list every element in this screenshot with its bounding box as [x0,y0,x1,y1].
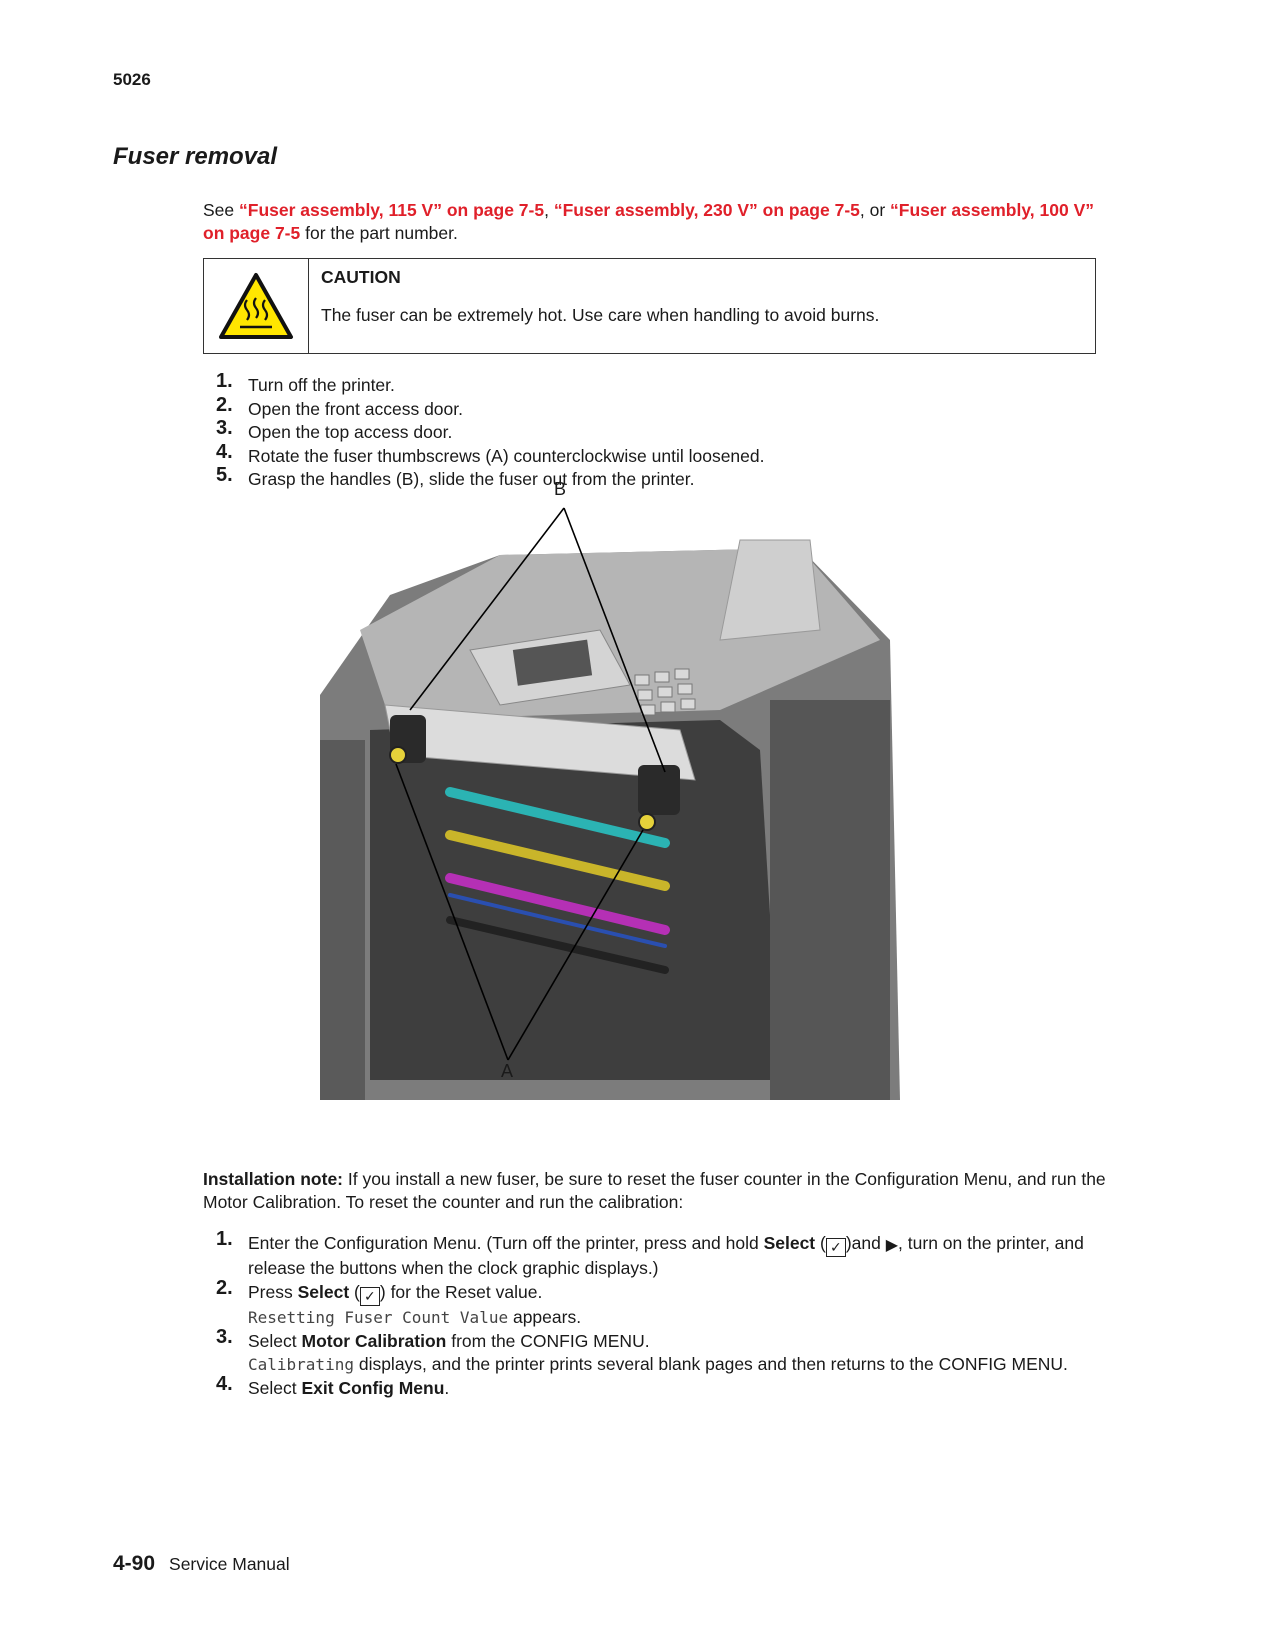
hot-surface-warning-icon [219,273,293,339]
step-text: from the CONFIG MENU. [446,1331,650,1351]
removal-steps: 1. Turn off the printer. 2. Open the front… [203,370,1103,492]
select-key-icon: ✓ [359,1287,380,1306]
step-number: 5. [216,464,233,486]
link-fuser-115v[interactable]: “Fuser assembly, 115 V” on page 7-5 [239,200,545,220]
caution-icon-cell [204,259,309,353]
step-text: , turn on the printer, and release the b… [248,1233,1084,1278]
install-steps: 1. Enter the Configuration Menu. (Turn of… [203,1228,1138,1401]
step-text: Turn off the printer. [248,375,395,395]
step-text: . [444,1378,450,1398]
model-number: 5026 [113,70,151,89]
step-number: 1. [216,370,233,392]
installation-note-text: If you install a new fuser, be sure to r… [203,1169,1106,1212]
step-number: 2. [216,393,233,416]
step-text: Press [248,1282,298,1302]
step-text: appears. [508,1307,582,1327]
display-message: Resetting Fuser Count Value [248,1308,509,1327]
step-text: ( [349,1282,360,1302]
install-step: 4. Select Exit Config Menu. [203,1373,1138,1400]
callout-b-label: B [554,479,567,499]
step-number: 2. [216,1277,233,1299]
display-message: Calibrating [248,1355,354,1374]
caution-title: CAUTION [321,267,401,287]
select-key-name: Select [763,1233,816,1253]
install-step: 2. Press Select (✓) for the Reset value. R… [203,1277,1138,1329]
step-number: 1. [216,1228,233,1250]
manual-name: Service Manual [169,1554,290,1574]
removal-step: 2. Open the front access door. [203,394,1103,422]
link-fuser-100v[interactable]: “Fuser assembly, 100 V” on page 7-5 [203,200,1094,243]
step-text: Select [248,1331,302,1351]
printer-illustration [320,507,900,1100]
step-number: 3. [216,417,233,439]
link-fuser-230v[interactable]: “Fuser assembly, 230 V” on page 7-5 [553,200,860,220]
right-arrow-key-icon: ▶ [885,1237,899,1254]
page-title: Fuser removal [113,143,278,170]
intro-paragraph: See “Fuser assembly, 115 V” on page 7-5,… [203,199,1103,245]
intro-see: See [203,200,239,220]
step-text: ( [815,1233,826,1253]
intro-sep1: , [544,200,554,220]
callout-a-label: A [501,1061,514,1081]
step-text: Rotate the fuser thumbscrews (A) counter… [248,445,765,466]
step-text: Enter the Configuration Menu. (Turn off … [248,1233,764,1253]
installation-note-label: Installation note: [203,1169,343,1189]
caution-text-cell: CAUTION The fuser can be extremely hot. … [309,259,879,353]
menu-item-name: Motor Calibration [301,1331,447,1351]
removal-step: 4. Rotate the fuser thumbscrews (A) count… [203,441,1103,469]
step-text: Grasp the handles (B), slide the fuser o… [248,469,695,489]
fuser-removal-figure: B A [300,479,940,1145]
intro-tail: for the part number. [300,223,458,243]
caution-text: The fuser can be extremely hot. Use care… [321,305,880,325]
step-number: 3. [216,1326,233,1348]
removal-step: 3. Open the top access door. [203,417,1103,445]
select-key-icon: ✓ [825,1238,846,1257]
step-text: Open the front access door. [248,398,463,419]
installation-note: Installation note: If you install a new … [203,1168,1123,1214]
intro-sep2: , or [859,200,891,220]
step-text: Select [248,1378,302,1398]
step-text: )and [845,1233,886,1253]
step-number: 4. [216,1373,233,1395]
removal-step: 5. Grasp the handles (B), slide the fuser… [203,464,1103,492]
page-footer: 4-90 Service Manual [113,1552,290,1576]
step-text: displays, and the printer prints several… [353,1354,1068,1374]
menu-item-name: Exit Config Menu [301,1378,445,1398]
step-number: 4. [216,440,233,463]
removal-step: 1. Turn off the printer. [203,370,1103,398]
page-number: 4-90 [113,1552,156,1575]
caution-box: CAUTION The fuser can be extremely hot. … [203,258,1096,354]
step-text: ) for the Reset value. [379,1282,543,1302]
select-key-name: Select [297,1282,350,1302]
step-text: Open the top access door. [248,422,453,442]
install-step: 1. Enter the Configuration Menu. (Turn of… [203,1228,1138,1280]
install-step: 3. Select Motor Calibration from the CONF… [203,1326,1138,1376]
